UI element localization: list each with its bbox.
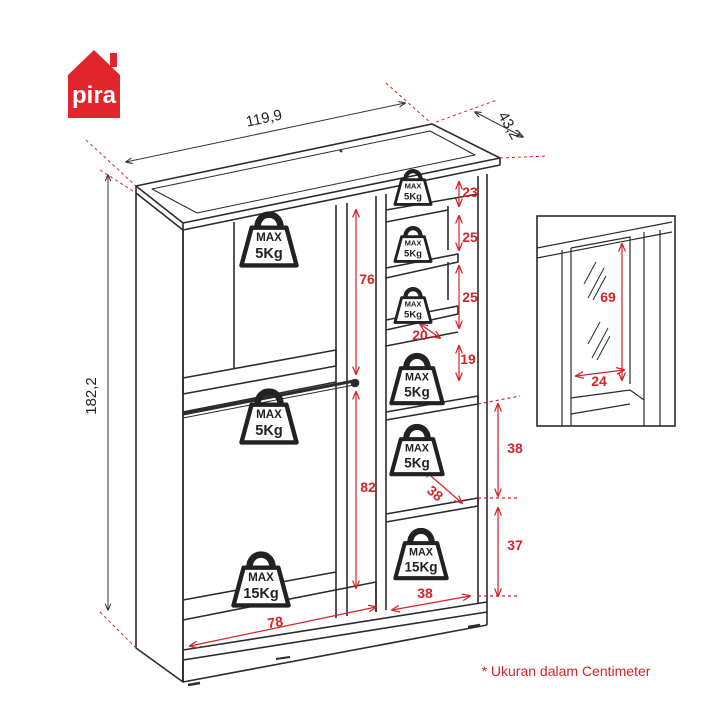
lower-height-1-label: 38	[507, 440, 523, 456]
shelf-height-2-label: 25	[462, 229, 478, 245]
svg-text:15Kg: 15Kg	[243, 586, 278, 602]
detail-height-label: 69	[600, 289, 616, 305]
svg-text:MAX: MAX	[405, 442, 430, 454]
lower-depth-label: 38	[424, 482, 446, 504]
overall-height-label: 182,2	[83, 377, 100, 415]
bottom-width-label: 78	[266, 613, 284, 631]
weight-icon-shelf-6: MAX 15Kg	[395, 531, 446, 578]
weight-icon-shelf-3: MAX 5Kg	[395, 289, 431, 322]
svg-text:MAX: MAX	[256, 408, 282, 421]
weight-icon-shelf-5: MAX 5Kg	[391, 427, 442, 474]
svg-text:MAX: MAX	[256, 231, 282, 244]
svg-text:MAX: MAX	[409, 546, 434, 558]
left-bottom-height-label: 82	[360, 479, 376, 495]
svg-text:5Kg: 5Kg	[404, 455, 430, 470]
shelf-height-1-label: 23	[462, 184, 478, 200]
weight-icon-left-bottom: MAX 15Kg	[233, 555, 288, 606]
shelf-depth-label: 20	[412, 327, 428, 343]
weight-icon-shelf-1: MAX 5Kg	[395, 171, 431, 204]
logo-text: pira	[72, 82, 117, 109]
weight-icon-shelf-2: MAX 5Kg	[395, 228, 431, 261]
svg-text:5Kg: 5Kg	[404, 249, 422, 260]
svg-text:15Kg: 15Kg	[404, 559, 437, 574]
inner-dimension-labels: 76 82 78 23 25 25 19 20 38 37 38 38	[266, 184, 523, 631]
detail-width-label: 24	[591, 373, 607, 389]
shelf-height-3-label: 25	[462, 289, 478, 305]
svg-text:5Kg: 5Kg	[404, 384, 430, 399]
weight-icon-shelf-4: MAX 5Kg	[391, 356, 442, 403]
svg-text:5Kg: 5Kg	[255, 246, 282, 262]
pira-logo: pira	[68, 50, 120, 118]
svg-text:MAX: MAX	[405, 181, 422, 190]
bottom-shelf-width-label: 38	[417, 585, 433, 601]
svg-text:MAX: MAX	[405, 238, 422, 247]
left-top-height-label: 76	[359, 271, 375, 287]
lower-height-2-label: 37	[507, 537, 523, 553]
svg-text:5Kg: 5Kg	[404, 310, 422, 321]
svg-text:5Kg: 5Kg	[255, 423, 282, 439]
svg-text:MAX: MAX	[248, 571, 274, 584]
weight-icon-left-middle: MAX 5Kg	[241, 392, 296, 443]
mirror-detail-inset: 69 24	[536, 215, 676, 427]
svg-text:MAX: MAX	[405, 299, 422, 308]
shelf-height-4-label: 19	[460, 351, 476, 367]
footnote-text: * Ukuran dalam Centimeter	[482, 663, 651, 679]
svg-text:MAX: MAX	[405, 371, 430, 383]
weight-icon-left-top: MAX 5Kg	[241, 215, 296, 266]
overall-depth-label: 43,2	[494, 109, 523, 143]
overall-width-label: 119,9	[244, 106, 283, 130]
svg-text:5Kg: 5Kg	[404, 192, 422, 203]
